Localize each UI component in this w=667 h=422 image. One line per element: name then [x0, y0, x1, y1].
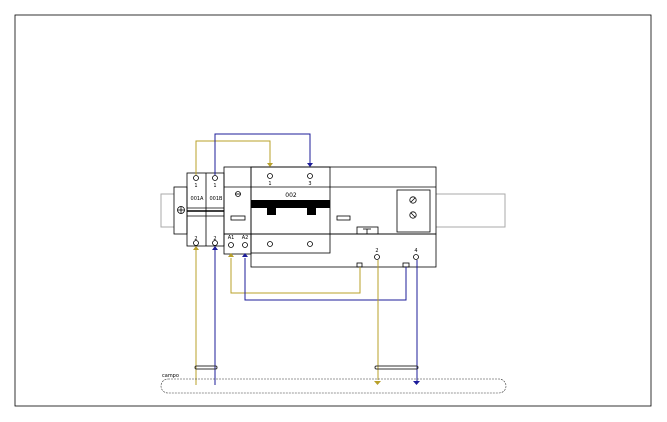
- module-label-001a: 001A: [191, 196, 205, 202]
- breaker-label: 002: [285, 192, 297, 199]
- terminal-label: 2: [194, 236, 197, 242]
- cable-marker: [374, 365, 419, 370]
- terminal-label: 1: [213, 183, 216, 189]
- din-rail-right: [436, 193, 506, 228]
- field-label: campo: [162, 373, 179, 379]
- terminal-label: A2: [242, 235, 249, 241]
- field-zone: [160, 378, 507, 394]
- module-label-001b: 001B: [210, 196, 224, 202]
- terminal-label: 1: [194, 183, 197, 189]
- selector-window: [396, 189, 431, 233]
- wire-coil-a1: [230, 258, 361, 294]
- terminal-label: 2: [375, 248, 378, 254]
- screw-icon: [409, 211, 417, 219]
- terminal-label: 2: [213, 236, 216, 242]
- drawing-frame: [14, 14, 652, 407]
- terminal-label: A1: [228, 235, 235, 241]
- breaker-handle-bar: [251, 200, 330, 208]
- screw-icon: [409, 196, 417, 204]
- terminal-label: 3: [308, 181, 311, 187]
- din-rail-left: [160, 193, 174, 228]
- arrow-icons: [193, 163, 420, 385]
- wire-neutral-top: [214, 133, 311, 175]
- earth-block: [173, 186, 188, 235]
- breaker-002: [250, 166, 331, 254]
- terminal-label: 1: [268, 181, 271, 187]
- wire-coil-a2: [244, 258, 407, 301]
- wire-phase-top: [195, 140, 271, 175]
- module-001: [186, 172, 225, 247]
- cable-marker: [194, 365, 218, 370]
- terminal-label: 4: [414, 248, 417, 254]
